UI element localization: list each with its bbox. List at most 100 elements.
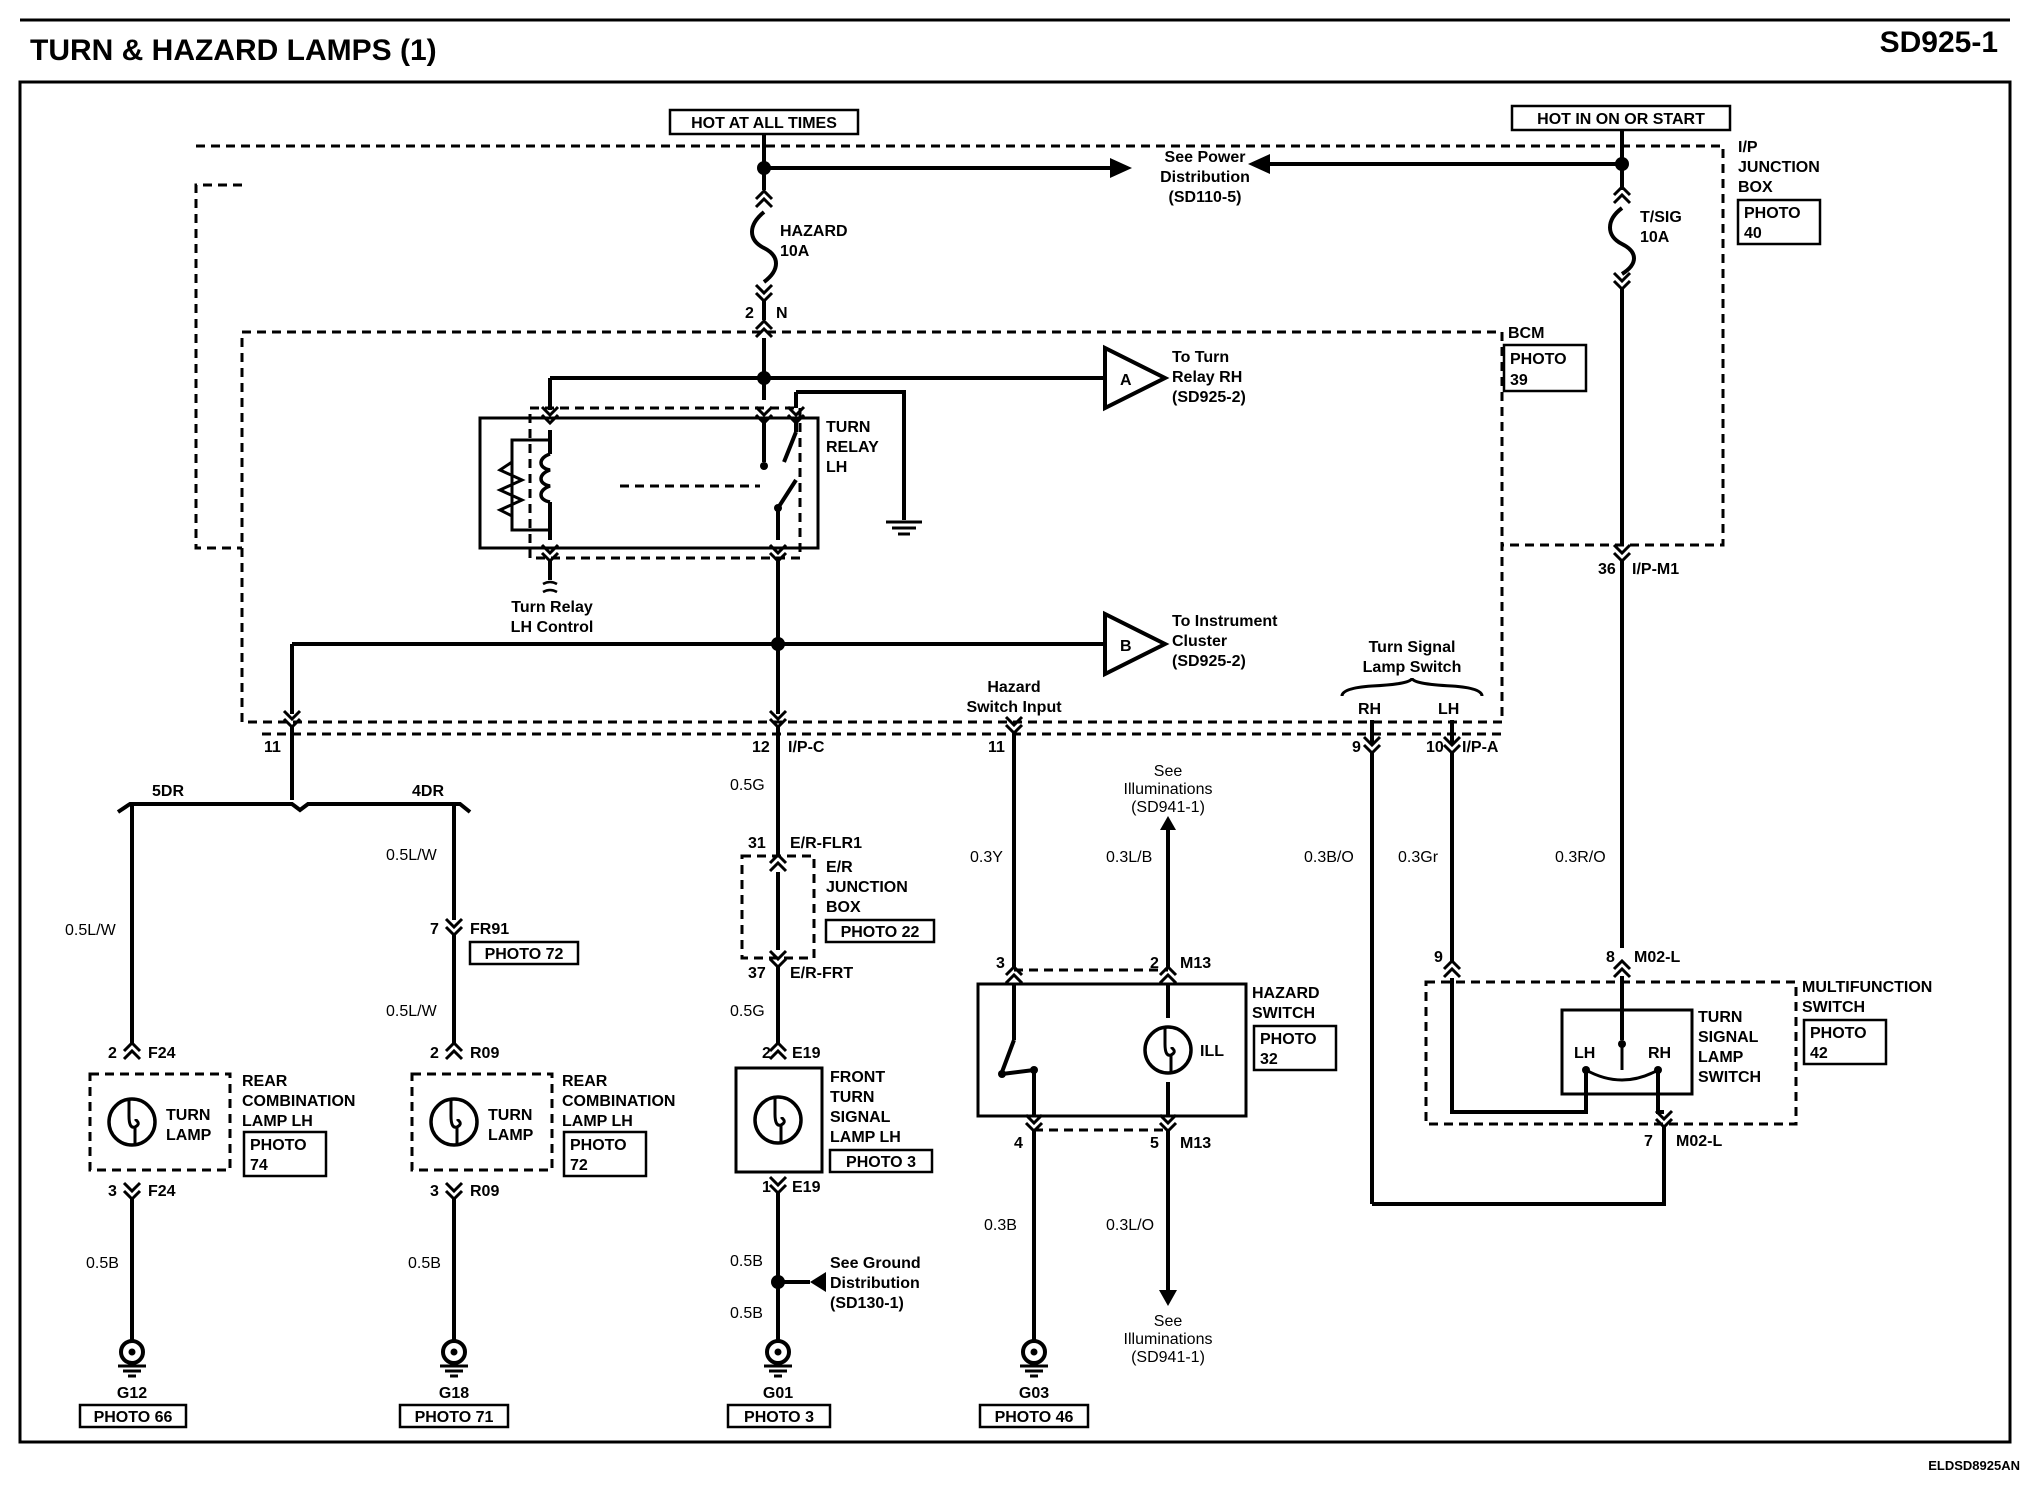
tsig-fuse [1608,206,1636,276]
svg-text:4DR: 4DR [412,783,444,800]
relay-coil [496,430,552,540]
svg-text:F24: F24 [148,1183,176,1200]
svg-text:SIGNAL: SIGNAL [1698,1029,1759,1046]
svg-text:See: See [1154,763,1183,780]
bcm-label: BCM [1508,325,1544,342]
svg-text:See: See [1154,1313,1183,1330]
svg-text:42: 42 [1810,1045,1828,1062]
svg-text:I/P: I/P [1738,139,1758,156]
svg-text:HOT AT ALL TIMES: HOT AT ALL TIMES [691,115,837,132]
svg-text:TURN: TURN [826,419,870,436]
svg-text:LH: LH [826,459,847,476]
svg-text:31: 31 [748,835,766,852]
multifunction-switch-label: MULTIFUNCTION SWITCH PHOTO 42 [1802,979,1932,1066]
see-illuminations-bottom: See Illuminations (SD941-1) [1124,1313,1213,1366]
bcm-photo-tag: PHOTO 39 [1502,343,1588,393]
svg-text:0.5L/W: 0.5L/W [386,1003,438,1020]
svg-text:SWITCH: SWITCH [1802,999,1865,1016]
bcm-boundary [240,330,1504,724]
ground-g12-photo: PHOTO 66 [94,1409,173,1426]
svg-text:0.5B: 0.5B [408,1255,441,1272]
svg-text:SWITCH: SWITCH [1698,1069,1761,1086]
svg-text:Illuminations: Illuminations [1124,1331,1213,1348]
svg-text:12: 12 [752,739,770,756]
svg-text:RH: RH [1358,701,1381,718]
svg-text:0.3L/B: 0.3L/B [1106,849,1152,866]
diagram-title: TURN & HAZARD LAMPS (1) [30,34,437,67]
svg-text:2: 2 [745,305,754,322]
svg-text:Turn Relay: Turn Relay [511,599,593,616]
svg-text:PHOTO: PHOTO [1744,205,1801,222]
svg-text:LAMP: LAMP [166,1127,212,1144]
svg-text:10A: 10A [780,243,810,260]
svg-text:0.3B: 0.3B [984,1217,1017,1234]
svg-text:FRONT: FRONT [830,1069,885,1086]
ground-g12: G12 [117,1385,147,1402]
to-instrument-cluster-label: To Instrument Cluster (SD925-2) [1172,613,1278,670]
svg-text:(SD130-1): (SD130-1) [830,1295,904,1312]
svg-text:36: 36 [1598,561,1616,578]
svg-text:LH: LH [1574,1045,1595,1062]
svg-text:M02-L: M02-L [1676,1133,1722,1150]
marker-a-triangle [1103,344,1170,412]
turn-relay-lh-control-label: Turn Relay LH Control [511,599,594,636]
svg-text:E19: E19 [792,1045,821,1062]
svg-text:TURN: TURN [166,1107,210,1124]
svg-text:LAMP LH: LAMP LH [562,1113,633,1130]
svg-text:2: 2 [430,1045,439,1062]
turn-signal-lamp-switch-name: TURN SIGNAL LAMP SWITCH [1698,1009,1761,1086]
svg-text:TURN: TURN [830,1089,874,1106]
see-ground-distribution: See Ground Distribution (SD130-1) [830,1255,921,1312]
svg-text:PHOTO: PHOTO [1510,351,1567,368]
diagram-code: SD925-1 [1880,26,1998,59]
svg-text:9: 9 [1352,739,1361,756]
svg-text:PHOTO: PHOTO [250,1137,307,1154]
fr91-photo: PHOTO 72 [485,946,564,963]
svg-text:1: 1 [762,1179,771,1196]
svg-text:Lamp Switch: Lamp Switch [1363,659,1462,676]
svg-text:40: 40 [1744,225,1762,242]
to-turn-relay-rh-label: To Turn Relay RH (SD925-2) [1172,349,1246,406]
svg-text:LAMP LH: LAMP LH [830,1129,901,1146]
svg-text:PHOTO: PHOTO [570,1137,627,1154]
svg-text:7: 7 [430,921,439,938]
svg-text:PHOTO: PHOTO [1260,1031,1317,1048]
marker-a: A [1120,372,1132,389]
svg-text:PHOTO 3: PHOTO 3 [846,1154,916,1171]
turn-signal-lamp-switch-label: Turn Signal Lamp Switch [1363,639,1462,676]
svg-text:M13: M13 [1180,955,1211,972]
hazard-fuse-label: HAZARD [780,223,848,240]
svg-text:LH: LH [1438,701,1459,718]
svg-text:LAMP: LAMP [1698,1049,1744,1066]
svg-text:0.3Gr: 0.3Gr [1398,849,1439,866]
see-power-distribution: See Power Distribution (SD110-5) [1160,149,1250,206]
svg-text:TURN: TURN [1698,1009,1742,1026]
svg-text:PHOTO: PHOTO [1810,1025,1867,1042]
hazard-switch [976,982,1248,1118]
svg-text:0.5B: 0.5B [730,1253,763,1270]
chassis-ground-symbol [886,520,922,536]
svg-text:37: 37 [748,965,766,982]
rear-comb-lamp-lh-5dr [88,1072,232,1172]
svg-text:REAR: REAR [562,1073,608,1090]
svg-text:Turn Signal: Turn Signal [1369,639,1456,656]
splice-bcm-top [757,371,771,385]
svg-text:E/R-FLR1: E/R-FLR1 [790,835,862,852]
footer-ref: ELDSD8925AN [1928,1458,2020,1473]
svg-text:4: 4 [1014,1135,1023,1152]
svg-text:3: 3 [996,955,1005,972]
hot-all-times-tag: HOT AT ALL TIMES [668,108,860,136]
svg-text:BOX: BOX [826,899,861,916]
svg-text:39: 39 [1510,372,1528,389]
svg-text:R09: R09 [470,1045,499,1062]
svg-text:F24: F24 [148,1045,176,1062]
svg-text:0.3L/O: 0.3L/O [1106,1217,1154,1234]
svg-text:To Instrument: To Instrument [1172,613,1278,630]
svg-text:MULTIFUNCTION: MULTIFUNCTION [1802,979,1932,996]
hazard-switch-contact [998,984,1038,1116]
svg-text:32: 32 [1260,1051,1278,1068]
ground-g03-photo: PHOTO 46 [995,1409,1074,1426]
svg-text:0.3R/O: 0.3R/O [1555,849,1606,866]
svg-text:0.5L/W: 0.5L/W [65,922,117,939]
